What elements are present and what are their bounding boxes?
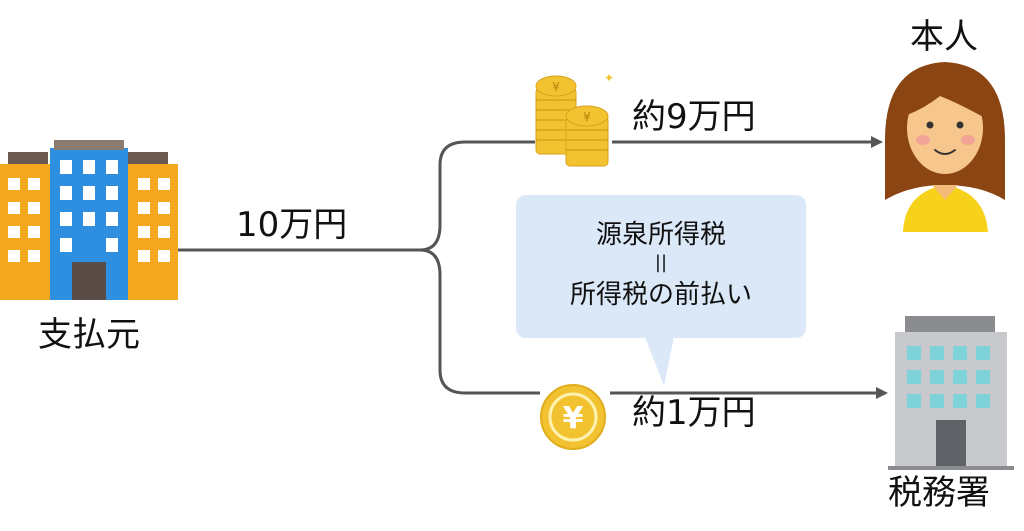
note-bubble bbox=[516, 195, 806, 386]
svg-text:¥: ¥ bbox=[552, 80, 560, 94]
svg-text:✦: ✦ bbox=[604, 71, 614, 85]
note-equals: || bbox=[654, 252, 668, 273]
flow-lines bbox=[178, 136, 888, 399]
tax-amount-label: 約1万円 bbox=[632, 393, 756, 433]
note-line1: 源泉所得税 bbox=[595, 220, 726, 250]
note-line2: 所得税の前払い bbox=[569, 280, 752, 310]
recipient-amount-label: 約9万円 bbox=[632, 97, 756, 137]
yen-coin-icon: ¥ bbox=[540, 384, 606, 450]
svg-text:¥: ¥ bbox=[583, 110, 591, 124]
branch-lower-line bbox=[419, 248, 540, 395]
tax-office-building-icon bbox=[888, 316, 1014, 470]
branch-upper-line bbox=[419, 140, 535, 252]
person-icon bbox=[885, 62, 1005, 232]
recipient-label: 本人 bbox=[910, 17, 978, 57]
payer-label: 支払元 bbox=[38, 315, 140, 355]
total-amount-label: 10万円 bbox=[236, 205, 348, 245]
tax-office-label: 税務署 bbox=[888, 473, 990, 513]
payer-building-icon bbox=[0, 140, 178, 300]
svg-text:¥: ¥ bbox=[563, 401, 584, 436]
coin-stack-icon: ¥ ¥ ✦ bbox=[535, 71, 614, 167]
